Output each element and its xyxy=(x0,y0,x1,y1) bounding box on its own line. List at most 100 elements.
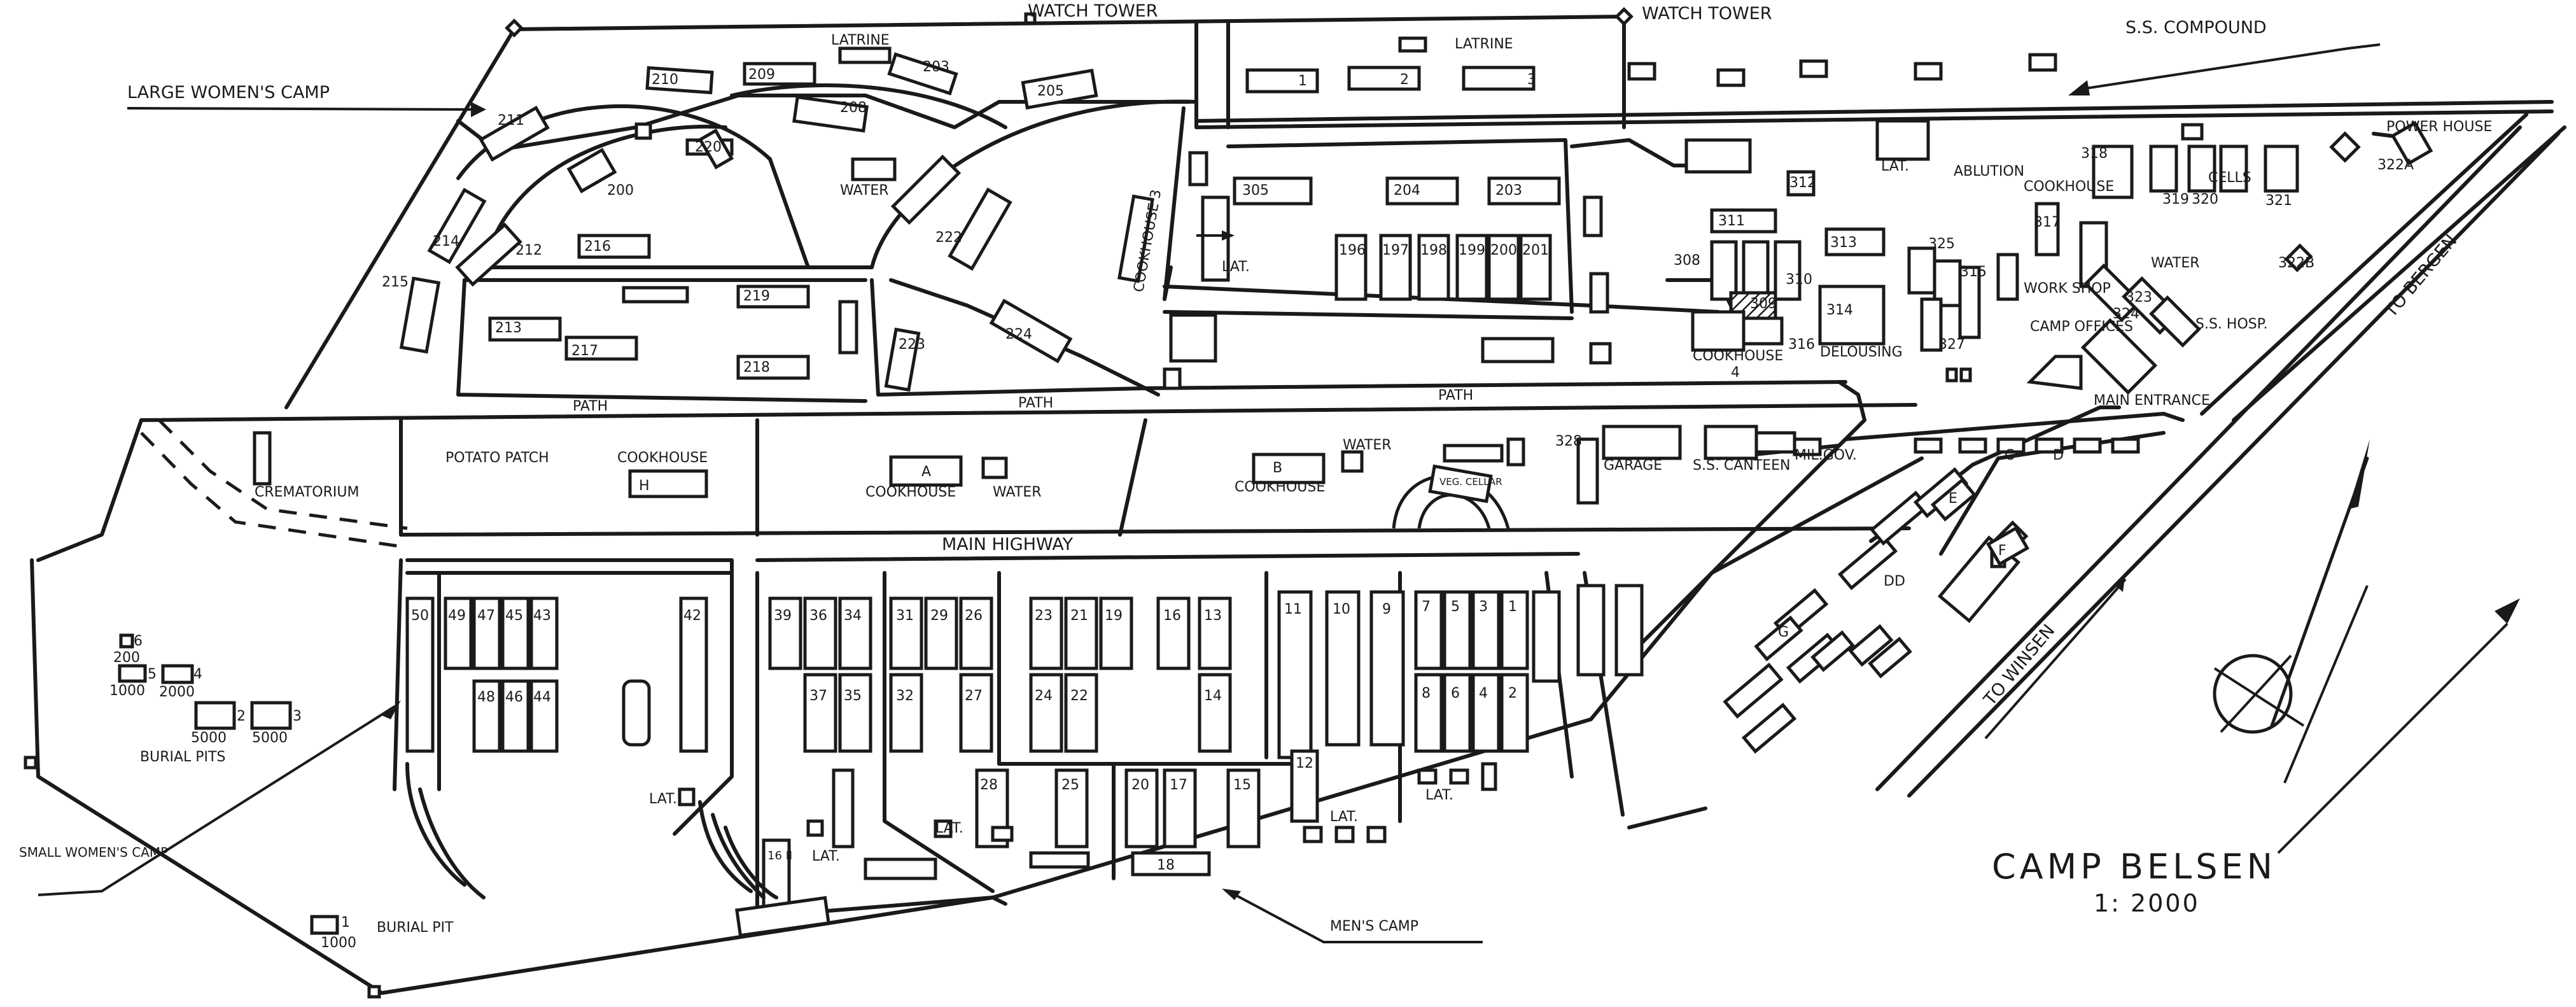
building-number: 222 xyxy=(935,230,962,246)
building-number: 318 xyxy=(2081,146,2108,162)
building-number: 31 xyxy=(896,608,914,624)
building-number: 209 xyxy=(748,67,775,83)
building-number: 3 xyxy=(1527,72,1536,88)
building-number: 24 xyxy=(1035,688,1053,704)
to-winsen-label: TO WINSEN xyxy=(1980,621,2059,710)
building-number: 21 xyxy=(1070,608,1088,624)
building-number: 313 xyxy=(1830,235,1857,251)
building-number: 322B xyxy=(2278,255,2314,271)
ss-canteen-label: S.S. CANTEEN xyxy=(1693,458,1790,474)
building-letter: C xyxy=(2005,447,2014,463)
burial-pit-number: 3 xyxy=(293,708,302,724)
building-number: 213 xyxy=(495,320,522,336)
lat-label-4: LAT. xyxy=(935,820,963,836)
map-title: CAMP BELSEN xyxy=(1992,847,2276,887)
building-number: 212 xyxy=(515,243,542,258)
building-number: 204 xyxy=(1394,183,1420,199)
small-womens-camp-label: SMALL WOMEN'S CAMP xyxy=(19,845,168,860)
building-number: 208 xyxy=(840,100,867,116)
building-number: 42 xyxy=(683,608,701,624)
building-number: 196 xyxy=(1339,243,1366,258)
pointer-arrows xyxy=(38,43,2520,943)
building-number: 321 xyxy=(2265,193,2292,209)
buildings xyxy=(24,36,2433,999)
building-number: 316 xyxy=(1788,337,1815,353)
potato-patch-label: POTATO PATCH xyxy=(445,450,549,466)
mil-gov-label: MIL.GOV. xyxy=(1795,447,1857,463)
building-number: 19 xyxy=(1105,608,1123,624)
building-number: 319 xyxy=(2162,192,2189,208)
building-number: 9 xyxy=(1382,602,1391,617)
building-number: 328 xyxy=(1555,433,1582,449)
burial-pit-count: 2000 xyxy=(159,684,195,700)
mens-camp-label: MEN'S CAMP xyxy=(1330,919,1418,934)
roads xyxy=(1875,113,2566,798)
burial-pit-count: 1000 xyxy=(109,683,145,699)
ss-hosp-label: S.S. HOSP. xyxy=(2195,316,2268,332)
building-number: 220 xyxy=(695,139,722,155)
lat-label-3: LAT. xyxy=(812,849,840,864)
building-letter: H xyxy=(639,478,650,494)
building-number: 218 xyxy=(743,360,770,376)
building-number: 47 xyxy=(477,608,495,624)
path-label-1: PATH xyxy=(573,398,608,414)
building-number: 7 xyxy=(1422,599,1431,615)
building-number: 44 xyxy=(533,689,551,705)
building-number: 35 xyxy=(844,688,862,704)
burial-pits-label: BURIAL PITS xyxy=(140,749,225,765)
building-number: 37 xyxy=(809,688,827,704)
path-label-2: PATH xyxy=(1018,395,1053,411)
cookhouse-4-label: COOKHOUSE xyxy=(1693,348,1783,364)
map-scale: 1: 2000 xyxy=(2094,889,2200,917)
building-number: 1 xyxy=(1298,73,1307,89)
lat-label-1: LAT. xyxy=(1881,158,1909,174)
building-number: 314 xyxy=(1826,302,1853,318)
building-number: 205 xyxy=(1037,83,1064,99)
building-letter: F xyxy=(1998,543,2006,559)
to-bergen-label: TO BERGEN xyxy=(2381,231,2461,321)
burial-pit-number: 1 xyxy=(341,915,350,931)
watch-tower-label-2: WATCH TOWER xyxy=(1642,4,1772,24)
watch-tower-label-1: WATCH TOWER xyxy=(1028,1,1158,21)
building-number: 219 xyxy=(743,288,770,304)
building-number: 17 xyxy=(1170,777,1187,793)
building-letter: A xyxy=(921,464,931,480)
building-number: 49 xyxy=(448,608,466,624)
building-number: 311 xyxy=(1718,213,1745,229)
burial-pit-label: BURIAL PIT xyxy=(377,920,454,936)
building-number: 27 xyxy=(965,688,983,704)
building-number: 214 xyxy=(433,234,459,250)
lat-label-2: LAT. xyxy=(649,791,677,807)
building-number: 43 xyxy=(533,608,551,624)
lat-label-5: LAT. xyxy=(1330,809,1358,825)
camp-offices-label: CAMP OFFICES xyxy=(2030,319,2133,335)
building-number: 39 xyxy=(774,608,792,624)
small-womens-camp-curves xyxy=(405,762,778,899)
building-number: 29 xyxy=(930,608,948,624)
main-entrance-label: MAIN ENTRANCE xyxy=(2094,393,2210,409)
crematorium-label: CREMATORIUM xyxy=(255,484,359,500)
cookhouse-2-label: COOKHOUSE xyxy=(865,484,956,500)
building-number: 224 xyxy=(1005,327,1032,342)
building-number: 34 xyxy=(844,608,862,624)
building-number: 15 xyxy=(1233,777,1251,793)
building-number: 20 xyxy=(1131,777,1149,793)
lat-label-7: LAT. xyxy=(1222,259,1250,275)
north-arrow-icon xyxy=(2213,439,2370,734)
building-number: 22 xyxy=(1070,688,1088,704)
water-label-2: WATER xyxy=(993,484,1042,500)
building-number: 201 xyxy=(1522,243,1549,258)
building-number: 25 xyxy=(1061,777,1079,793)
building-number: 217 xyxy=(571,343,598,359)
building-number: 48 xyxy=(477,689,495,705)
building-number: 36 xyxy=(809,608,827,624)
building-number: 4 xyxy=(1731,365,1740,381)
building-number: 26 xyxy=(965,608,983,624)
building-number: 210 xyxy=(652,72,678,88)
burial-pit-number: 5 xyxy=(148,666,157,682)
building-number: 16 II xyxy=(767,849,792,863)
building-number: 211 xyxy=(498,113,524,129)
building-number: 11 xyxy=(1284,602,1302,617)
building-letter: B xyxy=(1273,460,1282,476)
